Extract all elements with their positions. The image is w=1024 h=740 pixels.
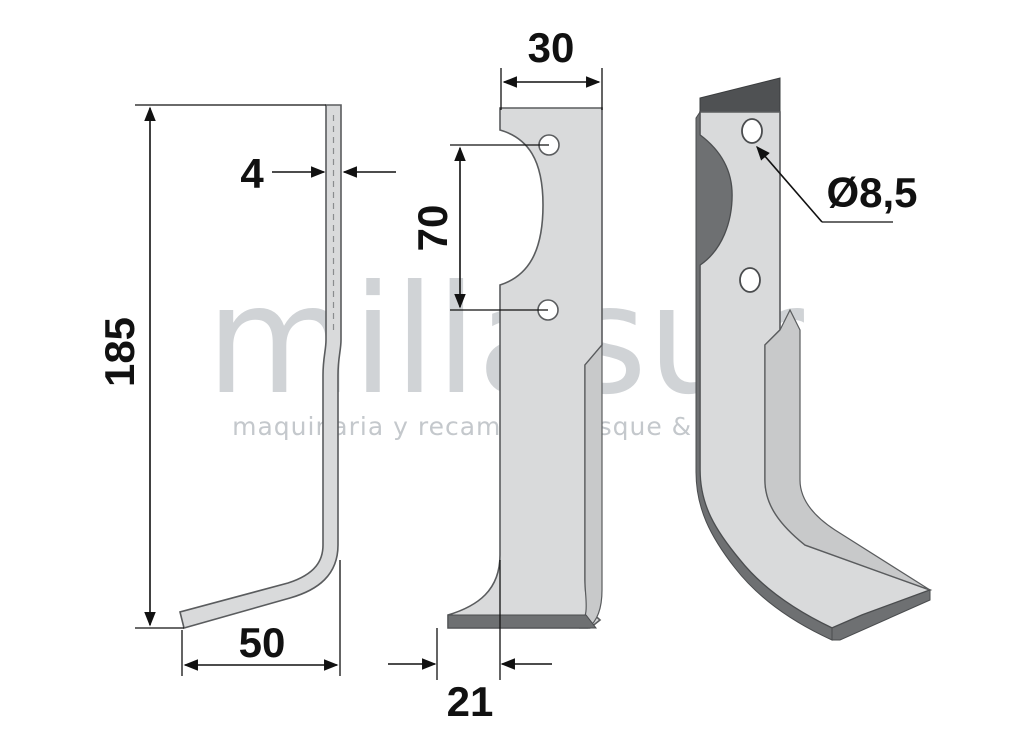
blade-perspective-view [695,77,933,641]
perspective-lower-hole [739,267,761,293]
dim-blade-width-label: 30 [528,24,575,71]
dim-foot-width-label: 50 [239,619,286,666]
dim-hole-diameter: Ø8,5 [756,145,918,223]
dim-blade-width: 30 [500,24,603,110]
blade-side-view [179,104,342,629]
dim-hole-spacing-label: 70 [409,205,456,252]
blade-front-view [447,107,603,629]
perspective-upper-hole [741,118,763,144]
dim-height: 185 [96,104,326,629]
dim-thickness-label: 4 [240,150,264,197]
dim-hole-diameter-label: Ø8,5 [826,169,917,216]
dim-shank-offset-label: 21 [447,678,494,725]
dim-thickness: 4 [240,150,396,197]
dim-height-label: 185 [96,317,143,387]
dim-shank-offset: 21 [388,560,552,725]
dim-foot-width: 50 [181,560,341,676]
dim-hole-spacing: 70 [409,144,549,311]
